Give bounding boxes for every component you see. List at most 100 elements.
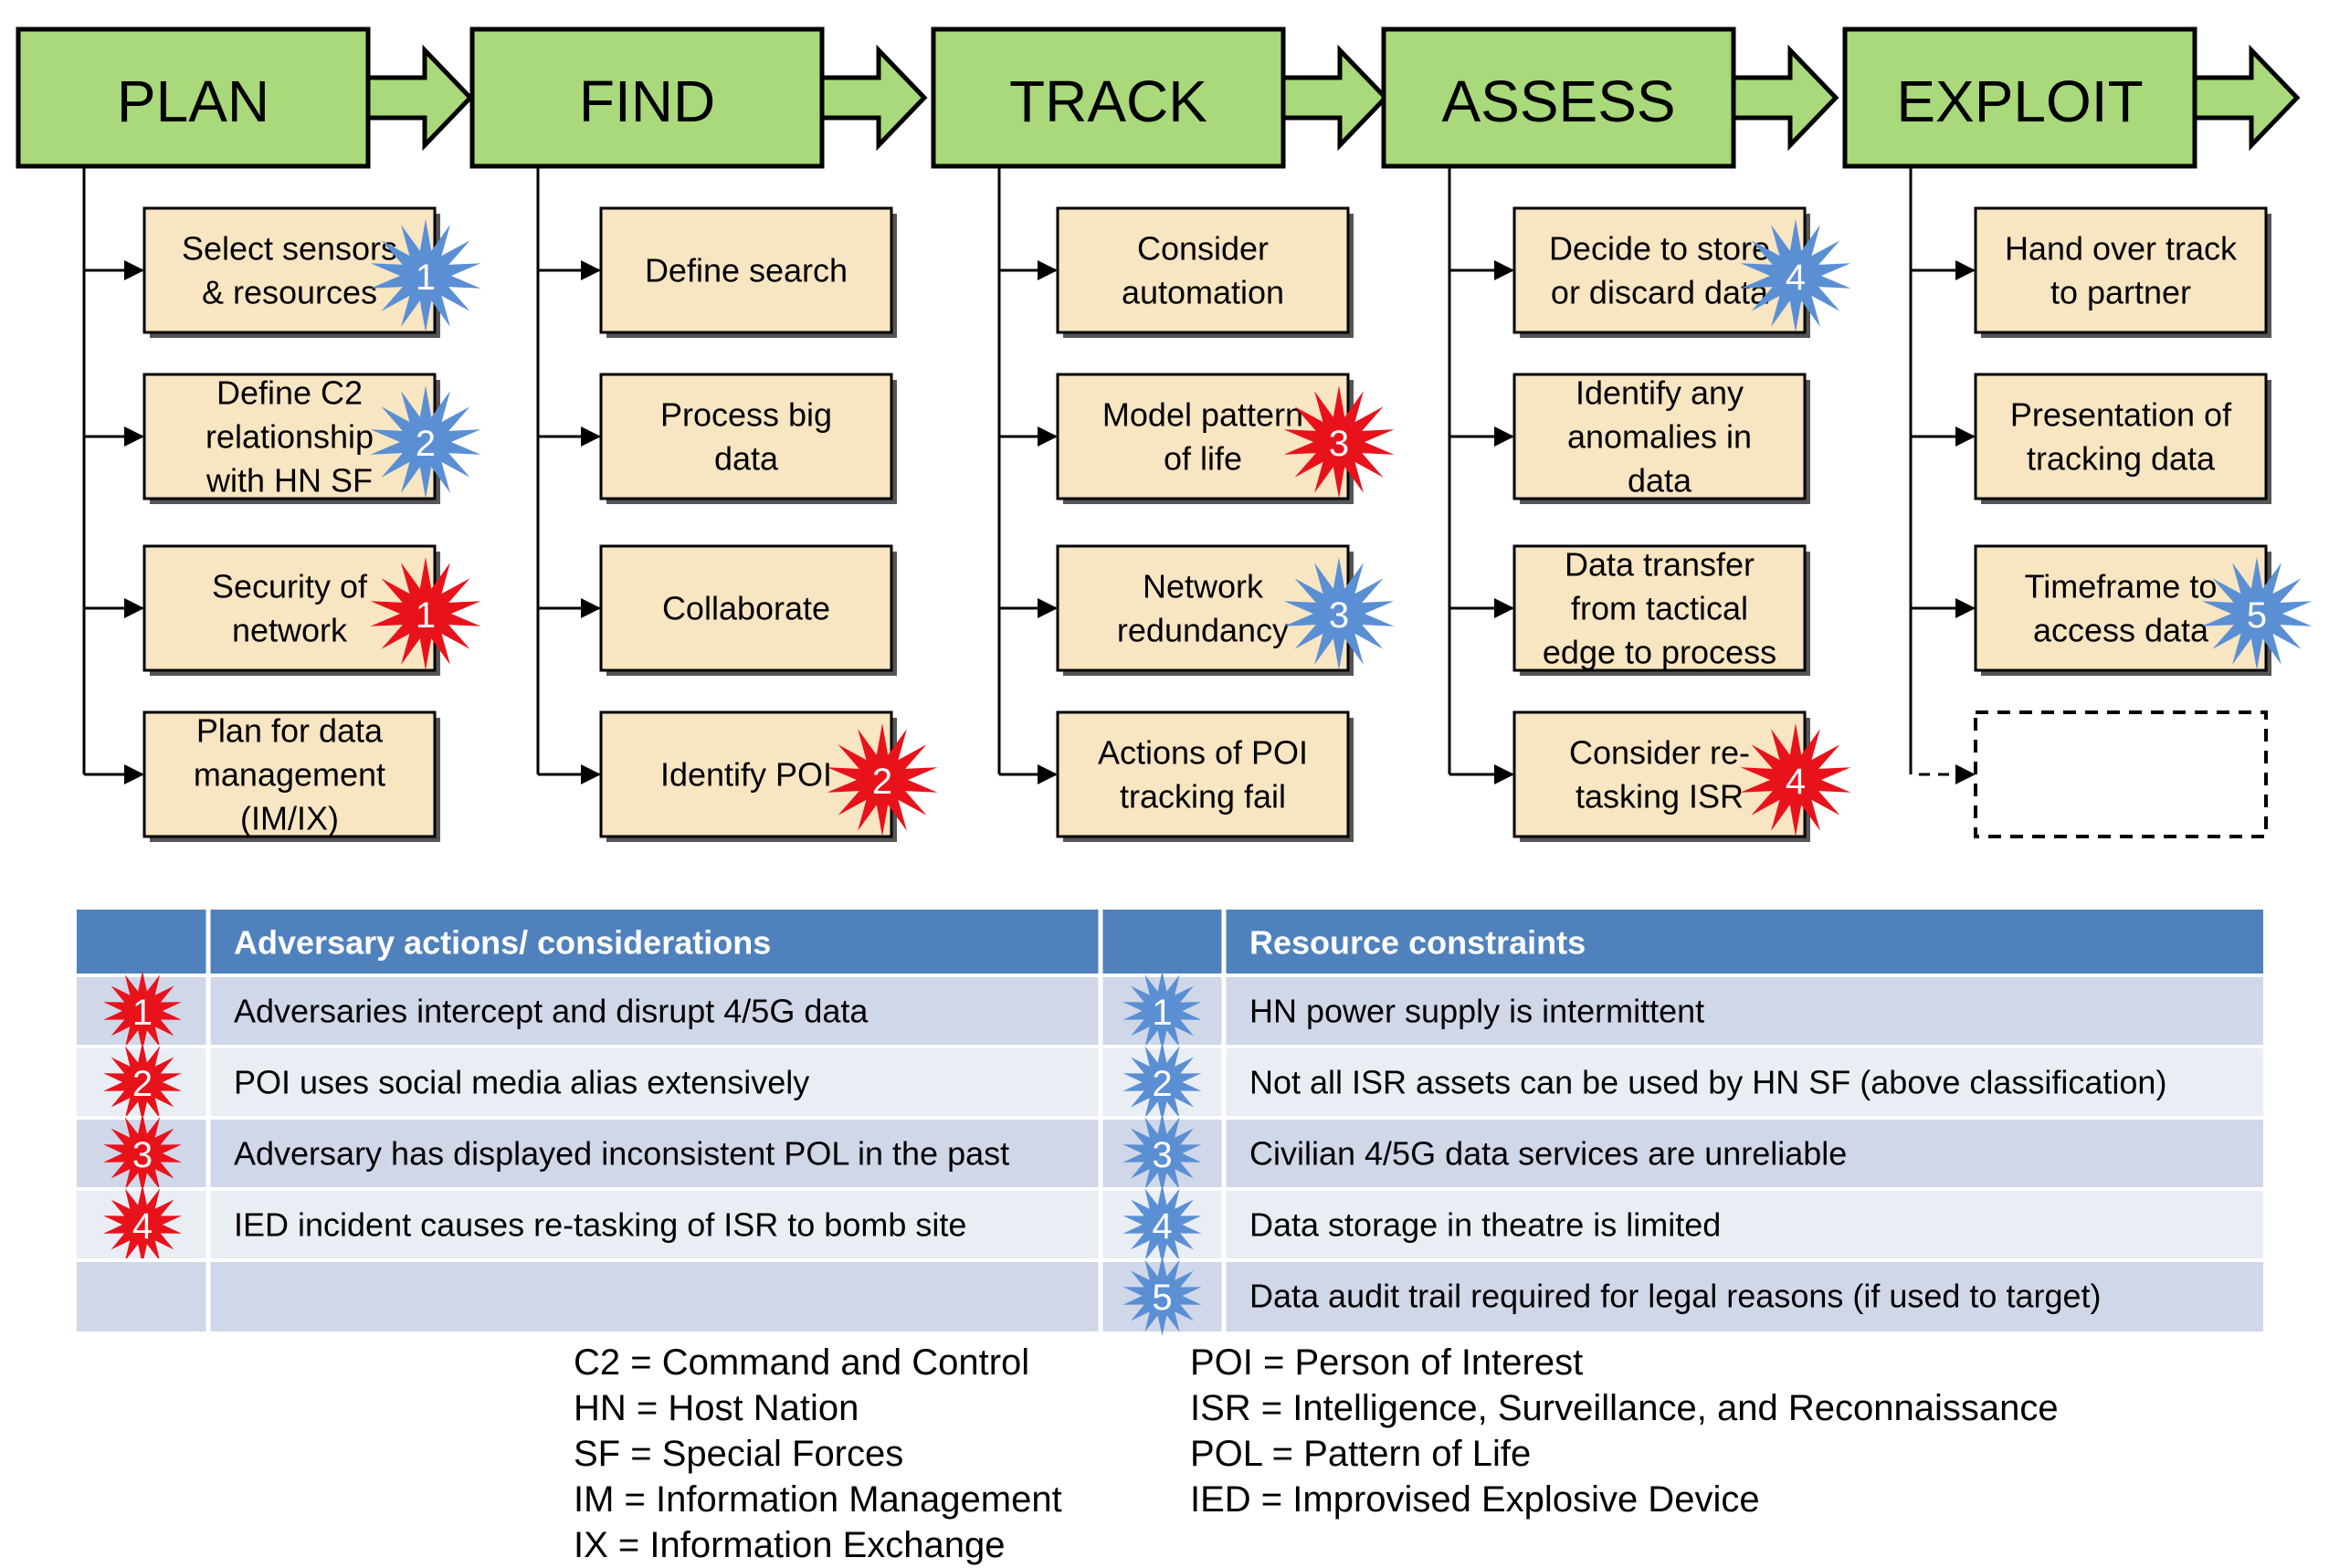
task-label: relationship [206, 418, 374, 456]
task-box [599, 710, 893, 838]
task-label: tracking fail [1120, 778, 1286, 816]
badge-number: 4 [1786, 762, 1806, 802]
phase-header [1842, 26, 2197, 169]
resource-column-header: Resource constraints [1249, 924, 1586, 962]
badge-number: 2 [872, 762, 892, 802]
task-label: anomalies in [1567, 418, 1752, 456]
abbreviation-left: HN = Host Nation [574, 1388, 859, 1428]
adversary-column-header: Adversary actions/ considerations [234, 924, 771, 962]
task-label: edge to process [1543, 634, 1776, 671]
badge-number: 3 [132, 1135, 153, 1175]
task-label: management [194, 756, 385, 794]
task-card: Define search [538, 206, 897, 338]
red-star-icon [103, 1042, 182, 1122]
task-box [1512, 206, 1807, 334]
resource-text: Data audit trail required for legal reas… [1249, 1278, 2101, 1315]
blue-star-icon [370, 219, 481, 332]
blue-star-icon [1122, 1184, 1202, 1265]
task-label: access data [2033, 612, 2209, 649]
task-box [1974, 544, 2268, 672]
badge-number: 5 [1152, 1278, 1172, 1318]
task-box [1056, 206, 1350, 334]
phase-arrow-icon [2192, 44, 2301, 152]
task-box [1974, 206, 2268, 334]
resource-text: Civilian 4/5G data services are unreliab… [1249, 1135, 1847, 1173]
blue-star-icon [1283, 557, 1395, 670]
task-label: to partner [2050, 274, 2191, 311]
phase-title: TRACK [1009, 68, 1207, 134]
task-label: tracking data [2027, 440, 2216, 478]
task-box [1056, 373, 1350, 500]
task-label: Data transfer [1565, 546, 1755, 584]
badge-number: 4 [132, 1206, 153, 1247]
resource-badge: 2 [1122, 1042, 1202, 1122]
task-card: Process big data [538, 373, 897, 504]
abbreviation-right: POI = Person of Interest [1190, 1342, 1583, 1383]
red-star-icon [370, 557, 481, 670]
task-box [142, 206, 437, 334]
task-label: Identify POI [660, 756, 832, 794]
task-label: (IM/IX) [240, 800, 339, 837]
blue-star-icon [1122, 1042, 1202, 1122]
phase-title: EXPLOIT [1896, 68, 2143, 134]
dashed-connector [1909, 763, 1976, 784]
adversary-text: Adversaries intercept and disrupt 4/5G d… [234, 993, 869, 1030]
task-card: Identify POI 2 [538, 710, 938, 842]
badge-number: 3 [1329, 595, 1349, 636]
task-box [142, 710, 437, 838]
task-label: tasking ISR [1576, 778, 1744, 816]
resource-badge: 2 [370, 385, 481, 499]
red-star-icon [103, 1184, 182, 1265]
phase-header [1381, 26, 1736, 169]
red-star-icon [103, 971, 182, 1051]
badge-number: 2 [132, 1064, 153, 1104]
adversary-badge: 1 [103, 971, 182, 1051]
red-star-icon [103, 1113, 182, 1194]
adversary-badge: 3 [1283, 385, 1395, 499]
task-label: Network [1143, 568, 1264, 605]
resource-text: HN power supply is intermittent [1249, 993, 1704, 1030]
badge-number: 5 [2247, 595, 2267, 636]
phase-arrow-icon [365, 44, 474, 152]
task-label: automation [1122, 274, 1284, 311]
task-box [1974, 373, 2268, 500]
task-card: Timeframe to access data 5 [1911, 544, 2313, 676]
resource-badge: 4 [1740, 219, 1851, 332]
adversary-badge: 4 [103, 1184, 182, 1265]
task-label: Model pattern [1102, 396, 1303, 434]
task-label: Hand over track [2005, 230, 2238, 268]
resource-badge: 1 [1122, 971, 1202, 1051]
task-label: Identify any [1576, 374, 1744, 412]
task-label: data [714, 440, 779, 478]
task-box [1512, 544, 1807, 672]
badge-number: 3 [1152, 1135, 1172, 1175]
abbreviation-left: SF = Special Forces [574, 1434, 903, 1474]
task-label: Timeframe to [2025, 568, 2218, 605]
task-label: Actions of POI [1098, 734, 1308, 772]
task-label: & resources [202, 274, 377, 311]
adversary-badge: 2 [827, 723, 938, 837]
blue-star-icon [1122, 1256, 1202, 1336]
abbreviation-left: IX = Information Exchange [574, 1525, 1006, 1565]
abbreviation-right: POL = Pattern of Life [1190, 1434, 1531, 1474]
task-label: Process big [660, 396, 832, 434]
task-box [1512, 710, 1807, 838]
blue-star-icon [1740, 219, 1851, 332]
phase-title: PLAN [117, 68, 269, 134]
table-row: 5 Data audit trail required for legal rea… [77, 1256, 2263, 1336]
badge-number: 1 [416, 595, 436, 636]
